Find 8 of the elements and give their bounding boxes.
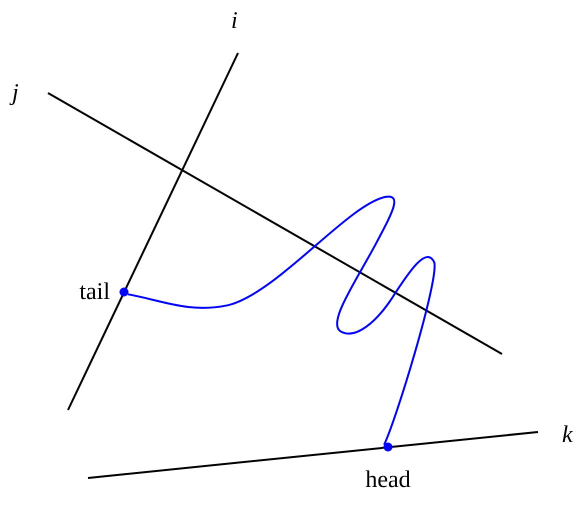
line-label: k [562, 422, 573, 448]
line-label: i [231, 8, 238, 34]
point-label: head [365, 467, 411, 493]
curve [128, 196, 436, 446]
endpoint-dot [384, 442, 392, 452]
endpoint-dot [120, 288, 128, 296]
point-label: tail [79, 279, 110, 305]
line-label: j [12, 80, 19, 106]
